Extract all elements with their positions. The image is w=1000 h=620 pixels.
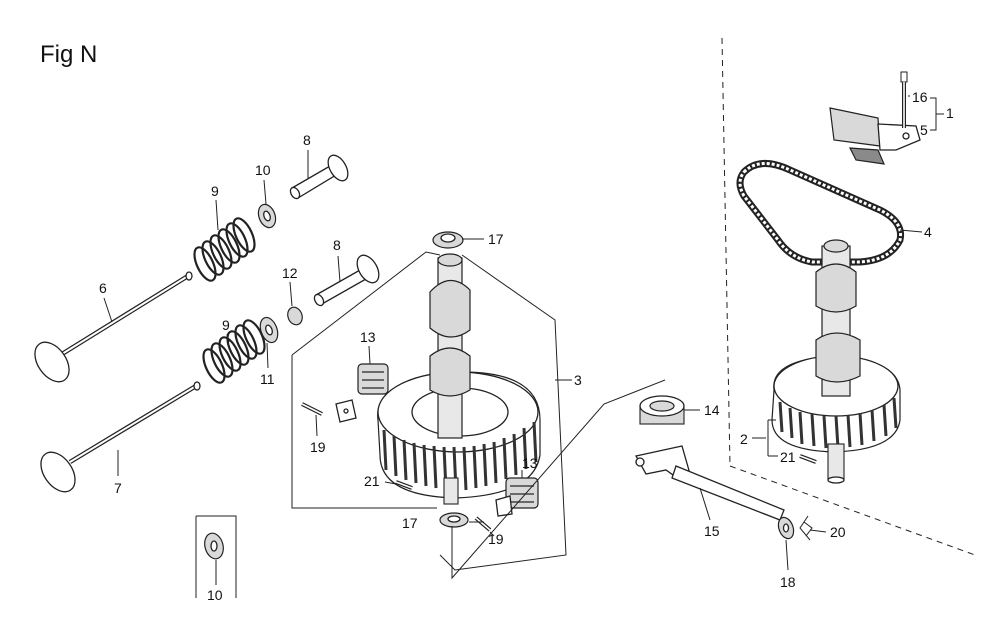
pin-lower [474, 516, 492, 532]
callout-9-upper: 9 [211, 183, 219, 199]
tappet-lower [313, 254, 380, 307]
valve-spring-lower [202, 319, 266, 384]
thrust-washer-upper [432, 231, 464, 249]
callout-17-lower: 17 [402, 515, 418, 531]
camshaft-assembly-outline [291, 251, 572, 571]
callout-21: 21 [364, 473, 380, 489]
inset-divider [721, 37, 976, 556]
pin-upper [301, 402, 323, 416]
arm-clip [799, 515, 813, 541]
callout-16: 16 [912, 89, 928, 105]
callout-labels: 1 2 3 4 5 6 7 8 8 9 9 10 10 11 12 13 13 … [99, 89, 954, 603]
callout-13-upper: 13 [360, 329, 376, 345]
callout-11: 11 [260, 371, 275, 387]
figure-title: Fig N [40, 41, 97, 68]
callout-1: 1 [946, 105, 954, 121]
callout-19-lower: 19 [488, 531, 504, 547]
valve-seal [259, 316, 279, 344]
callout-3: 3 [574, 372, 582, 388]
governor-arm [635, 445, 785, 521]
callout-10-upper: 10 [255, 162, 271, 178]
governor-weight-lower [495, 477, 539, 517]
callout-8-lower: 8 [333, 237, 341, 253]
bracket-bolt [900, 71, 908, 128]
callout-2: 2 [740, 431, 748, 447]
weight-bracket-upper [335, 399, 357, 423]
link-line [451, 379, 666, 580]
camshaft-inset [771, 239, 901, 484]
callout-5: 5 [920, 122, 928, 138]
valve-intake [34, 271, 193, 383]
camshaft-gear [377, 253, 541, 505]
callout-18: 18 [780, 574, 796, 590]
retainer-inset [195, 515, 237, 598]
thrust-washer-lower [439, 512, 469, 528]
bracket-assembly [829, 107, 921, 165]
callout-14: 14 [704, 402, 720, 418]
callout-17-upper: 17 [488, 231, 504, 247]
callout-15: 15 [704, 523, 720, 539]
valve-spring-upper [193, 217, 256, 282]
callout-12: 12 [282, 265, 298, 281]
callout-21-inset: 21 [780, 449, 796, 465]
governor-sleeve [639, 395, 685, 425]
callout-19-upper: 19 [310, 439, 326, 455]
callout-9-lower: 9 [222, 317, 230, 333]
dowel-pin-inset [799, 454, 817, 464]
valve-collar [287, 306, 303, 326]
dowel-pin [395, 480, 413, 490]
callout-8-upper: 8 [303, 132, 311, 148]
callout-13-lower: 13 [522, 455, 538, 471]
timing-chain [736, 160, 905, 266]
valve-exhaust [40, 381, 201, 493]
leader-lines [103, 95, 944, 585]
governor-weight-upper [357, 363, 389, 395]
callout-6: 6 [99, 280, 107, 296]
callout-10-inset: 10 [207, 587, 223, 603]
arm-washer [777, 516, 795, 540]
callout-7: 7 [114, 480, 122, 496]
tappet-upper [289, 154, 349, 200]
callout-20: 20 [830, 524, 846, 540]
spring-retainer-upper [257, 203, 277, 229]
callout-4: 4 [924, 224, 932, 240]
